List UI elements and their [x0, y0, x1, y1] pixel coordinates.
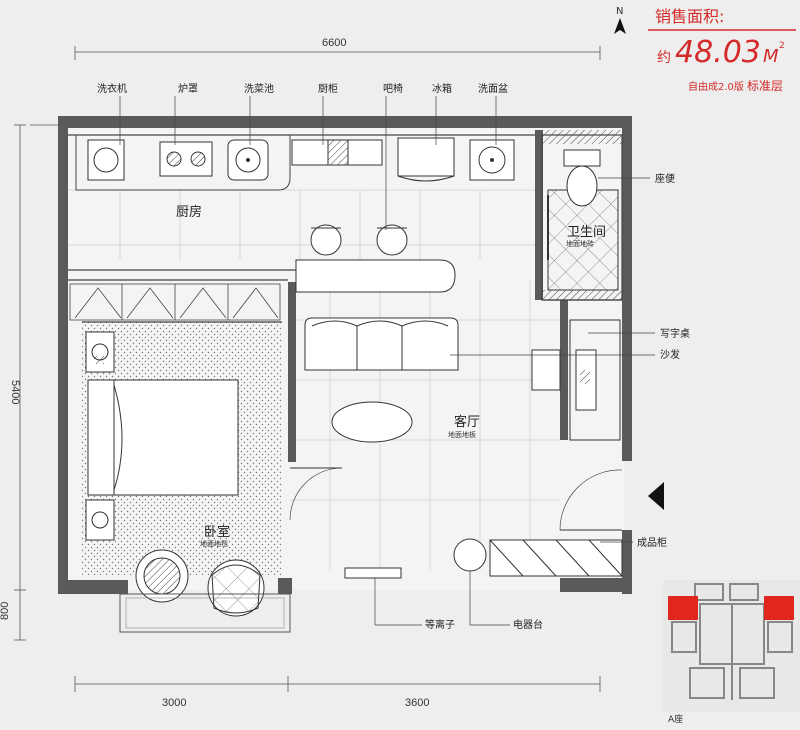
- keyplan-unit-left: [668, 596, 698, 620]
- cabinet-fixture: [291, 139, 383, 166]
- label-plasma: 等离子: [425, 618, 455, 631]
- bathroom-hatch-top: [543, 130, 622, 144]
- tv-stand-fixture: [344, 567, 402, 579]
- label-tv-stand: 电器台: [513, 618, 543, 631]
- keyplan-label: A座: [668, 713, 683, 725]
- area-value: 48.03: [675, 35, 761, 70]
- toilet-fixture: [563, 149, 601, 207]
- leader-lines: [119, 96, 655, 626]
- entry-arrow-icon: [648, 482, 664, 510]
- label-cabinet: 厨柜: [318, 82, 338, 95]
- label-sink: 洗菜池: [244, 82, 274, 95]
- dim-bottom-right: 3600: [405, 697, 429, 709]
- subtitle-small: 自由成2.0版: [688, 80, 744, 93]
- dim-top-width: 6600: [322, 37, 346, 49]
- subtitle-big: 标准层: [747, 79, 783, 93]
- compass-label: N: [616, 6, 623, 17]
- keyplan-unit-right: [764, 596, 794, 620]
- label-hood: 炉罩: [178, 83, 198, 95]
- room-bathroom: 卫生间: [567, 225, 606, 240]
- bar-counter: [295, 259, 456, 293]
- label-washer: 洗衣机: [97, 82, 127, 95]
- room-bedroom-floor: 地面地毯: [200, 539, 228, 548]
- compass: N: [614, 6, 626, 34]
- entry-door: [559, 469, 623, 531]
- area-sup: 2: [779, 41, 785, 51]
- washer-fixture: [87, 139, 125, 181]
- sink-fixture: [227, 139, 269, 181]
- room-bedroom: 卧室: [204, 524, 230, 540]
- kitchen-counter: [75, 134, 291, 191]
- desk-chair: [531, 349, 561, 391]
- wardrobe: [69, 283, 281, 321]
- bar-stools: [310, 224, 408, 256]
- room-kitchen: 厨房: [176, 204, 202, 220]
- nightstand-top: [85, 331, 115, 373]
- room-living: 客厅: [454, 414, 480, 430]
- bathroom-hatch-bottom: [543, 290, 622, 300]
- display-cabinet-fixture: [489, 539, 623, 577]
- bed: [87, 379, 239, 496]
- label-sofa: 沙发: [660, 348, 680, 361]
- label-fridge: 冰箱: [432, 82, 452, 95]
- fridge-fixture: [397, 137, 455, 182]
- sofa: [304, 317, 459, 371]
- balcony: [119, 593, 291, 633]
- kitchen-floor: [66, 189, 540, 260]
- label-desk: 写字桌: [660, 327, 690, 340]
- balcony-inner: [125, 597, 285, 629]
- room-bathroom-floor: 地面地砖: [566, 239, 594, 248]
- bathroom-floor-tiles: [547, 189, 619, 291]
- nightstand-bottom: [85, 499, 115, 541]
- keyplan: A座: [663, 580, 800, 725]
- dim-left-height: 5400: [9, 380, 21, 404]
- hood-fixture: [159, 141, 213, 177]
- tv-stand-round: [453, 538, 487, 572]
- dimension-lines: [14, 46, 601, 692]
- desk: [569, 319, 621, 441]
- label-display-cabinet: 成品柜: [637, 536, 667, 549]
- compass-arrow-icon: [614, 18, 626, 34]
- area-unit: M: [763, 46, 779, 67]
- dim-left-balcony: 800: [0, 602, 11, 620]
- room-living-floor: 地面地板: [448, 430, 476, 439]
- coffee-table: [331, 401, 413, 443]
- header-block: 销售面积: 约 48.03 M 2 自由成2.0版 标准层: [648, 7, 796, 93]
- area-prefix: 约: [657, 50, 671, 66]
- area-title: 销售面积:: [655, 7, 724, 26]
- walls: [58, 116, 632, 594]
- label-bar-stool: 吧椅: [383, 82, 403, 95]
- label-toilet: 座便: [655, 172, 675, 185]
- basin-fixture: [469, 139, 515, 181]
- label-basin: 洗面盆: [478, 82, 508, 95]
- bedroom-chairs: [135, 549, 265, 617]
- dim-bottom-left: 3000: [162, 697, 186, 709]
- bedroom-door: [289, 467, 343, 521]
